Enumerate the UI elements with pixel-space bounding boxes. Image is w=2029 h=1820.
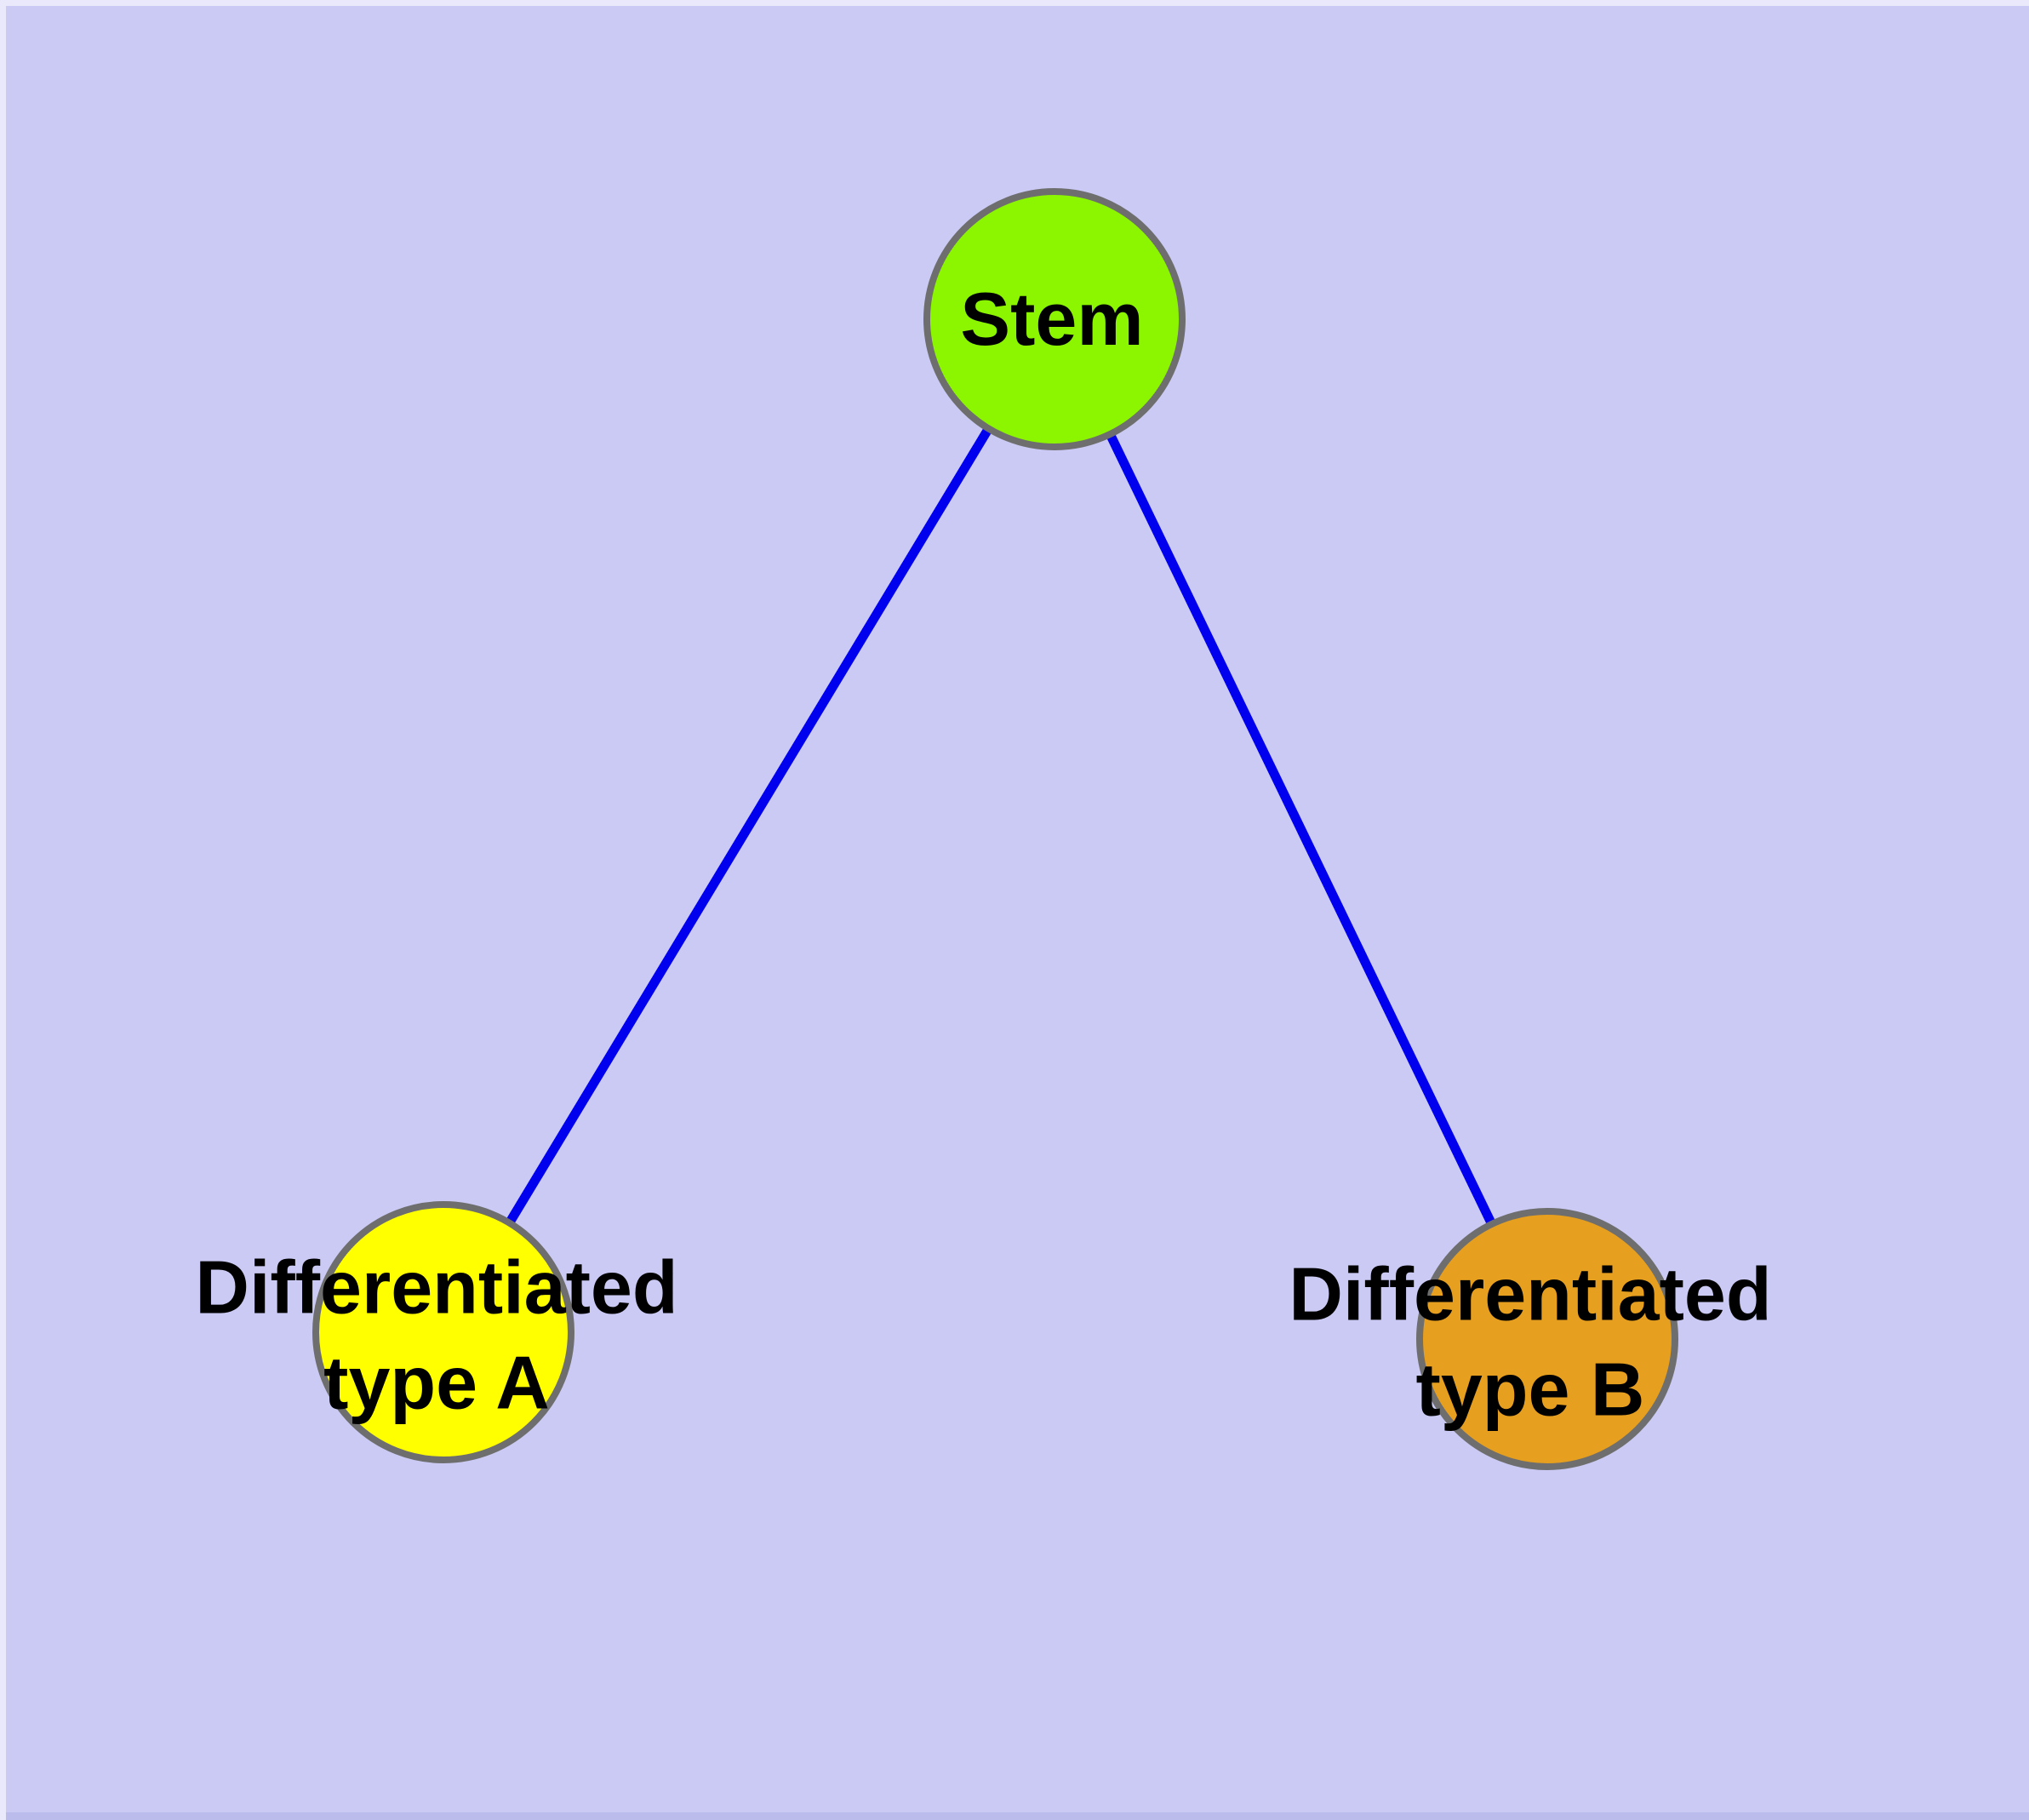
node-differentiated-type-b[interactable] xyxy=(1416,1208,1678,1470)
edge-stem-to-type-b xyxy=(1050,317,1552,1342)
node-stem[interactable] xyxy=(923,188,1186,450)
node-differentiated-type-a[interactable] xyxy=(312,1201,574,1463)
node-group xyxy=(312,188,1678,1470)
edge-stem-to-type-a xyxy=(439,317,1059,1335)
edge-group xyxy=(439,317,1552,1342)
